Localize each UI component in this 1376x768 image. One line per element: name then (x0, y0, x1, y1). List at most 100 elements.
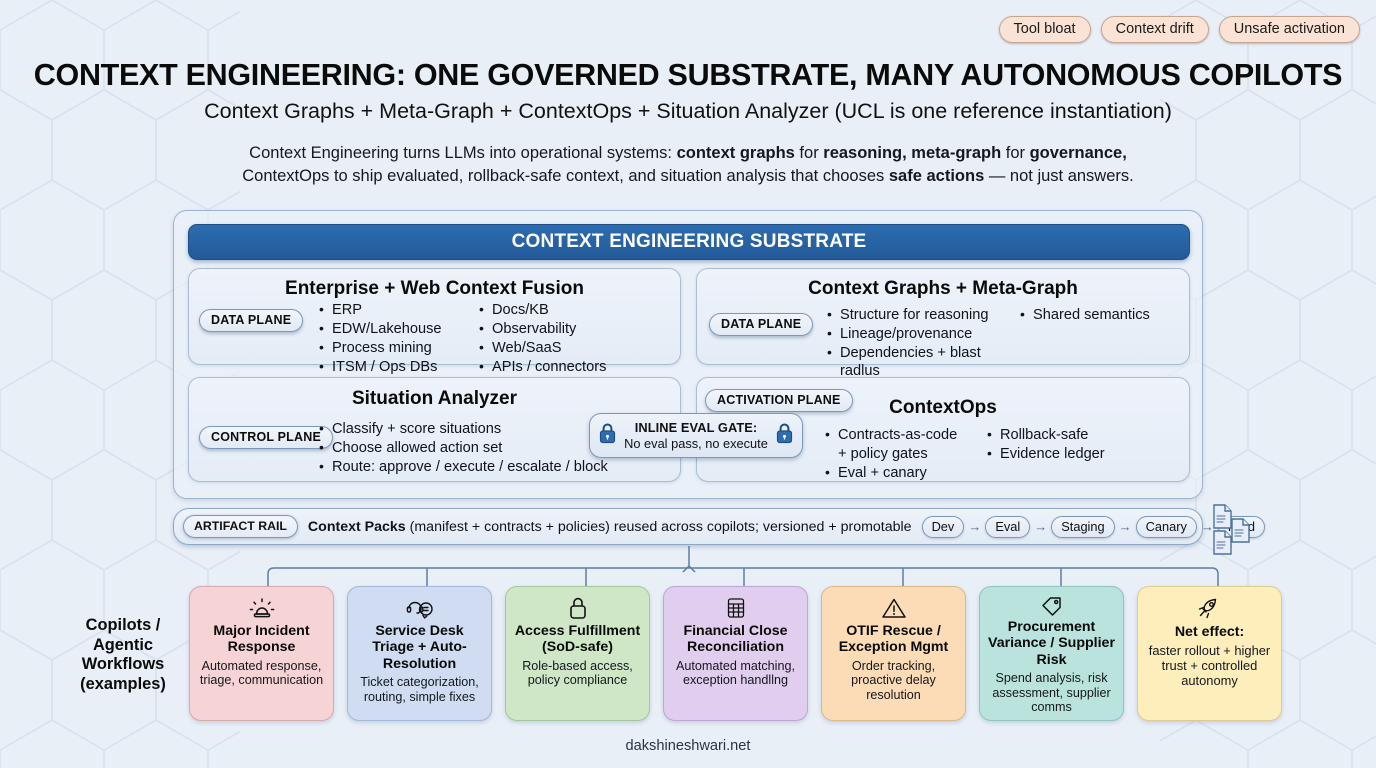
document-icon-group (1213, 504, 1250, 555)
panel-bullets-col2: Shared semantics (1020, 306, 1190, 326)
card-title: Procurement Variance / Supplier Risk (988, 619, 1115, 668)
arrow-icon: → (1034, 519, 1048, 534)
tag-icon (1038, 594, 1066, 618)
panel-context-graphs-meta-graph: Context Graphs + Meta-Graph DATA PLANE S… (696, 268, 1190, 379)
list-item: APIs / connectors (479, 358, 659, 377)
copilot-card-major-incident-response[interactable]: Major Incident Response Automated respon… (189, 586, 334, 721)
panel-bullets-col1: ERP EDW/Lakehouse Process mining ITSM / … (319, 301, 464, 378)
rocket-icon (1195, 594, 1225, 622)
card-subtitle: faster rollout + higher trust + controll… (1148, 643, 1271, 689)
context-packs-label: Context Packs (307, 518, 406, 535)
eval-gate-line2: No eval pass, no execute (624, 435, 768, 451)
panel-bullets-col2: Rollback-safe Evidence ledger (987, 426, 1157, 465)
siren-icon (248, 594, 276, 622)
card-subtitle: Spend analysis, risk assessment, supplie… (992, 671, 1111, 715)
lock-icon (566, 594, 590, 622)
list-item: Structure for reasoning (827, 306, 1017, 325)
artifact-rail-tag: ARTIFACT RAIL (183, 515, 298, 538)
lede-bold-governance: governance, (1029, 144, 1127, 162)
lede-part-1: Context Engineering turns LLMs into oper… (249, 144, 677, 162)
card-title: Service Desk Triage + Auto-Resolution (372, 623, 467, 672)
plane-tag-data-plane: DATA PLANE (199, 309, 304, 332)
lede-bold-context-graphs: context graphs (676, 144, 795, 162)
list-item: Docs/KB (479, 301, 659, 320)
artifact-rail-description: Context Packs (manifest + contracts + po… (308, 519, 912, 535)
card-subtitle: Ticket categorization, routing, simple f… (360, 675, 479, 704)
arrow-icon: → (968, 519, 982, 534)
lede-bold-meta-graph: reasoning, meta-graph (823, 144, 1002, 162)
artifact-rail: ARTIFACT RAIL Context Packs (manifest + … (173, 508, 1265, 545)
panel-heading: Situation Analyzer (351, 388, 518, 409)
card-subtitle: Automated response, triage, communicatio… (199, 658, 324, 688)
card-title: Major Incident Response (213, 623, 310, 656)
card-subtitle: Automated matching, exception handllng (675, 658, 795, 688)
eval-gate-line1: INLINE EVAL GATE: (634, 420, 758, 435)
list-item: + policy gates (838, 446, 928, 463)
substrate-title: CONTEXT ENGINEERING SUBSTRATE (188, 224, 1190, 260)
lede-part-5: — not just answers. (984, 167, 1134, 185)
panel-heading: Enterprise + Web Context Fusion (285, 278, 584, 299)
risk-pill-unsafe-activation[interactable]: Unsafe activation (1218, 16, 1360, 43)
list-item: Shared semantics (1020, 306, 1190, 325)
page-lede: Context Engineering turns LLMs into oper… (0, 142, 1376, 188)
list-item: Rollback-safe (987, 426, 1157, 445)
list-item: Process mining (319, 339, 464, 358)
lede-part-3: for (1001, 144, 1030, 162)
stage-pill-eval[interactable]: Eval (985, 515, 1031, 538)
card-subtitle: Order tracking, proactive delay resoluti… (851, 658, 936, 702)
plane-tag-activation-plane: ACTIVATION PLANE (705, 389, 853, 412)
copilots-section-label: Copilots / Agentic Workflows (examples) (80, 616, 166, 693)
inline-eval-gate: INLINE EVAL GATE: No eval pass, no execu… (589, 413, 803, 458)
lede-part-2: for (794, 144, 824, 162)
list-item: Route: approve / execute / escalate / bl… (319, 458, 669, 477)
list-item: Dependencies + blast radlus (827, 344, 1017, 380)
stage-pill-staging[interactable]: Staging (1051, 515, 1115, 538)
card-title: Net effect: (1174, 624, 1245, 640)
card-title: Financial Close Reconciliation (683, 623, 788, 656)
stage-pill-canary[interactable]: Canary (1135, 515, 1197, 538)
copilot-card-row: Major Incident Response Automated respon… (189, 586, 1282, 721)
page-subtitle: Context Graphs + Meta-Graph + ContextOps… (204, 99, 1172, 123)
risk-pill-tool-bloat[interactable]: Tool bloat (998, 16, 1091, 43)
card-title: Access Fulfillment (SoD-safe) (514, 623, 641, 656)
lede-bold-safe-actions: safe actions (888, 167, 985, 185)
plane-tag-control-plane: CONTROL PLANE (199, 426, 334, 449)
arrow-icon: → (1118, 519, 1132, 534)
list-item: Observability (479, 320, 659, 339)
risk-pill-row: Tool bloat Context drift Unsafe activati… (998, 16, 1360, 43)
copilot-card-service-desk-triage[interactable]: Service Desk Triage + Auto-Resolution Ti… (347, 586, 492, 721)
calculator-icon (724, 594, 748, 622)
plane-tag-data-plane: DATA PLANE (709, 313, 814, 336)
list-item: Evidence ledger (987, 445, 1157, 464)
lock-icon (776, 423, 793, 449)
headset-chat-icon (405, 594, 435, 622)
panel-bullets-col2: Docs/KB Observability Web/SaaS APIs / co… (479, 301, 659, 378)
eval-gate-text: INLINE EVAL GATE: No eval pass, no execu… (624, 420, 768, 451)
list-item: Lineage/provenance (827, 325, 1017, 344)
copilot-card-access-fulfillment[interactable]: Access Fulfillment (SoD-safe) Role-based… (505, 586, 650, 721)
footer-url: dakshineshwari.net (625, 738, 751, 754)
panel-bullets-col1: Contracts-as-code + policy gates Eval + … (825, 426, 985, 484)
list-item: ITSM / Ops DBs (319, 358, 464, 377)
stage-pill-dev[interactable]: Dev (921, 515, 965, 538)
list-item: ERP (319, 301, 464, 320)
warning-triangle-icon (880, 594, 908, 622)
list-item: Web/SaaS (479, 339, 659, 358)
risk-pill-context-drift[interactable]: Context drift (1100, 16, 1209, 43)
lock-icon (599, 423, 616, 449)
card-title: OTIF Rescue / Exception Mgmt (838, 623, 949, 656)
card-subtitle: Role-based access, policy compliance (522, 658, 633, 688)
list-item: Eval + canary (825, 464, 985, 483)
copilot-card-procurement-variance[interactable]: Procurement Variance / Supplier Risk Spe… (979, 586, 1124, 721)
list-item: Contracts-as-code (825, 426, 985, 445)
context-packs-detail: (manifest + contracts + policies) reused… (405, 518, 912, 535)
lede-part-4: ContextOps to ship evaluated, rollback-s… (242, 167, 889, 185)
page-title: CONTEXT ENGINEERING: ONE GOVERNED SUBSTR… (33, 58, 1343, 92)
panel-heading: Context Graphs + Meta-Graph (808, 278, 1078, 299)
panel-enterprise-web-context-fusion: Enterprise + Web Context Fusion DATA PLA… (188, 268, 681, 376)
copilot-card-financial-close[interactable]: Financial Close Reconciliation Automated… (663, 586, 808, 721)
panel-bullets-col1: Structure for reasoning Lineage/provenan… (827, 306, 1017, 382)
list-item: EDW/Lakehouse (319, 320, 464, 339)
copilot-card-otif-rescue[interactable]: OTIF Rescue / Exception Mgmt Order track… (821, 586, 966, 721)
copilot-card-net-effect[interactable]: Net effect: faster rollout + higher trus… (1137, 586, 1282, 721)
